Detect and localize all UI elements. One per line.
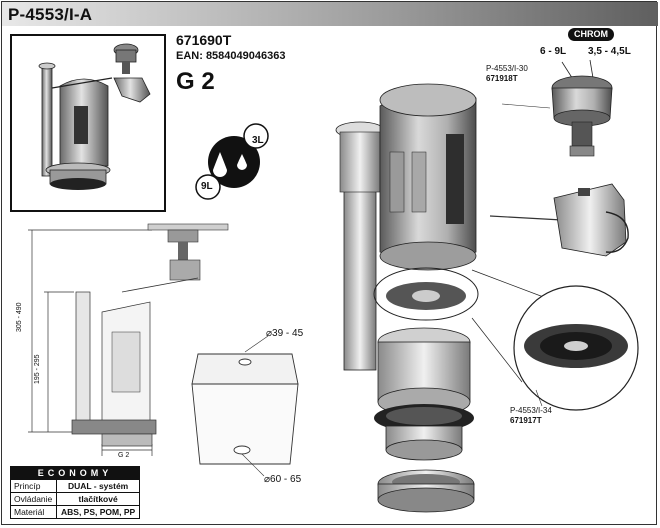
economy-heading: ECONOMY [10,466,140,480]
valve-thumbnail [38,43,151,190]
volume-half-label: 3L [252,135,264,146]
exploded-valve [335,83,479,513]
thumbnail-frame [10,34,166,212]
cistern-drawing [191,335,299,477]
spec-label: Princíp [9,479,58,493]
valve-section-drawing [71,291,157,447]
chrom-badge: CHROM [568,28,614,41]
tank-lid-section [121,223,229,293]
dim-height-total: 305 - 490 [16,302,23,332]
seal-part-code: 671917T [510,416,542,425]
table-row: Materiál ABS, PS, POM, PP [9,505,140,519]
seal-part-ref: P-4553/I-34 [510,406,552,415]
button-part-ref: P-4553/I-30 [486,64,528,73]
spec-value: DUAL - systém [56,479,140,493]
spec-value: ABS, PS, POM, PP [56,505,140,519]
spec-value: tlačítkové [56,492,140,506]
button-part-code: 671918T [486,74,518,83]
table-row: Princíp DUAL - systém [9,479,140,493]
ean-code: EAN: 8584049046363 [176,50,286,62]
table-row: Ovládanie tlačítkové [9,492,140,506]
spec-label: Ovládanie [9,492,58,506]
dual-flush-icon [195,123,269,200]
dim-hole-bottom: ⌀60 - 65 [264,474,302,485]
product-title: P-4553/I-A [8,5,93,24]
dim-hole-top: ⌀39 - 45 [266,328,304,339]
seal-detail-callout [471,269,639,411]
spec-label: Materiál [9,505,58,519]
button-half-label: 3,5 - 4,5L [588,46,631,57]
dim-width: G 2 [118,452,130,459]
title-bar: P-4553/I-A [2,2,658,26]
thread-class: G 2 [176,68,215,95]
product-code: 671690T [176,32,232,48]
economy-table: ECONOMY Princíp DUAL - systém Ovládanie … [9,466,140,519]
float-bracket [489,183,629,257]
push-button [551,59,613,157]
dim-height-body: 195 - 295 [34,354,41,384]
volume-full-label: 9L [201,181,213,192]
button-full-label: 6 - 9L [540,46,567,57]
